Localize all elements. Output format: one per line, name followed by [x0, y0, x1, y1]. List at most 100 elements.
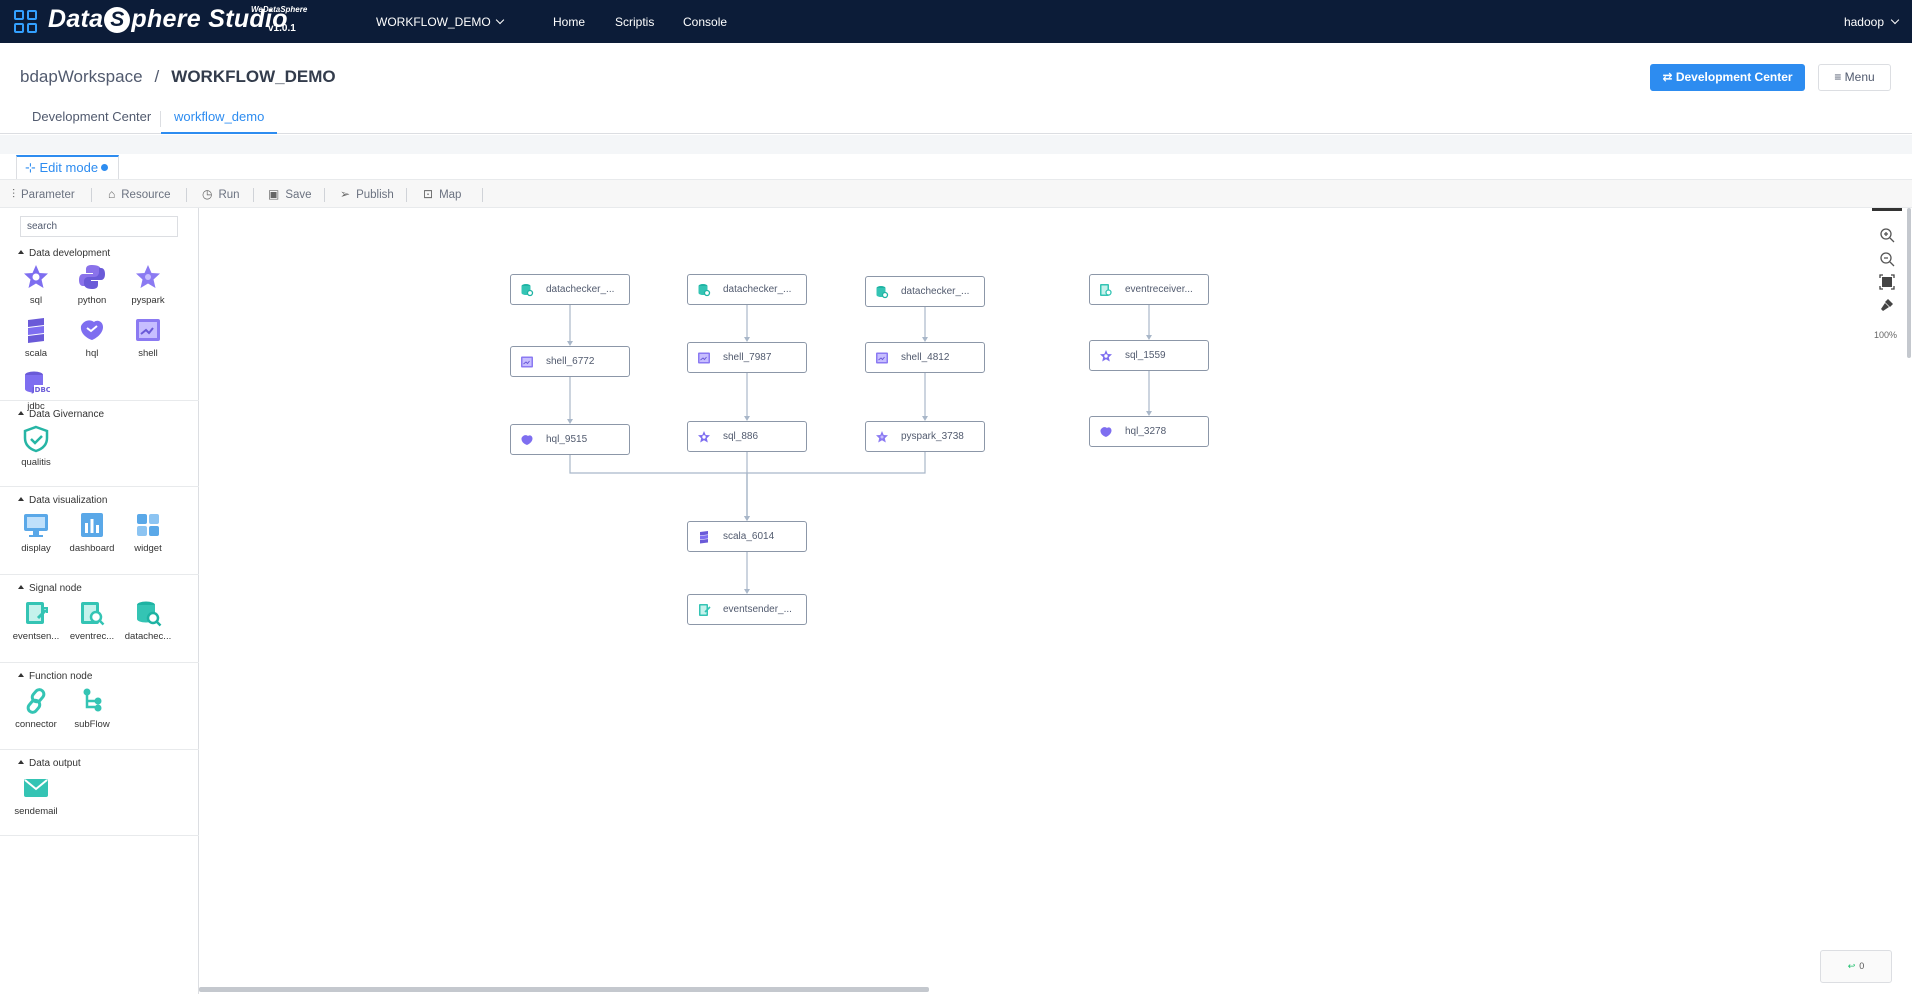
workflow-node-label: shell_7987 — [723, 352, 772, 363]
datachecker-icon — [875, 285, 889, 299]
horizontal-scrollbar[interactable] — [199, 987, 929, 992]
palette-item-label: eventrec... — [69, 631, 115, 642]
sitemap-icon: ⊹ — [25, 160, 40, 175]
nav-console[interactable]: Console — [683, 15, 728, 29]
vertical-scrollbar[interactable] — [1907, 208, 1911, 358]
workflow-node-sql[interactable]: sql_1559 — [1089, 340, 1209, 371]
palette-item-datachecker[interactable]: datachec... — [123, 599, 173, 642]
edge-arrowhead — [922, 416, 928, 421]
palette-item-widget[interactable]: widget — [123, 511, 173, 554]
workflow-node-datachecker[interactable]: datachecker_... — [510, 274, 630, 305]
palette-item-display[interactable]: display — [11, 511, 61, 554]
content-divider-band — [0, 135, 1912, 154]
zoom-in-icon[interactable] — [1879, 227, 1895, 243]
palette-item-pyspark[interactable]: pyspark — [123, 263, 173, 306]
publish-button[interactable]: ➢Publish — [340, 187, 394, 201]
nav-scriptis[interactable]: Scriptis — [615, 15, 655, 29]
zoom-controls: 100% — [1872, 207, 1902, 342]
workflow-node-sql[interactable]: sql_886 — [687, 421, 807, 452]
parameter-button[interactable]: ⫶Parameter — [12, 187, 75, 202]
palette-item-label: hql — [85, 348, 99, 359]
workflow-node-hql[interactable]: hql_3278 — [1089, 416, 1209, 447]
section-title[interactable]: Data development — [18, 248, 110, 259]
save-button[interactable]: ▣Save — [268, 187, 312, 201]
hamburger-icon: ≡ — [1834, 70, 1845, 84]
workflow-select[interactable]: WORKFLOW_DEMO — [376, 15, 504, 29]
workflow-node-datachecker[interactable]: datachecker_... — [687, 274, 807, 305]
workflow-node-shell[interactable]: shell_7987 — [687, 342, 807, 373]
workflow-node-shell[interactable]: shell_4812 — [865, 342, 985, 373]
scala-icon — [697, 530, 711, 544]
shell-icon — [136, 319, 160, 341]
workflow-node-eventreceiver[interactable]: eventreceiver... — [1089, 274, 1209, 305]
palette-item-sendemail[interactable]: sendemail — [11, 774, 61, 817]
tab-development-center[interactable]: Development Center — [32, 109, 152, 124]
section-title[interactable]: Function node — [18, 671, 92, 682]
palette-item-label: widget — [134, 543, 162, 554]
toolbar-divider — [253, 188, 254, 202]
section-title[interactable]: Data visualization — [18, 495, 107, 506]
jdbc-icon: JDBC — [25, 371, 50, 394]
caret-up-icon — [18, 673, 24, 677]
workflow-node-shell[interactable]: shell_6772 — [510, 346, 630, 377]
apps-grid-icon[interactable] — [14, 10, 38, 34]
workflow-node-datachecker[interactable]: datachecker_... — [865, 276, 985, 307]
workflow-edge — [569, 455, 748, 517]
scala-icon — [28, 318, 44, 343]
shell-icon — [520, 355, 534, 369]
tab-workflow-demo[interactable]: workflow_demo — [161, 109, 278, 134]
workflow-node-hql[interactable]: hql_9515 — [510, 424, 630, 455]
palette-item-python[interactable]: python — [67, 263, 117, 306]
edge-arrowhead — [744, 589, 750, 594]
palette-item-connector[interactable]: connector — [11, 687, 61, 730]
resource-button[interactable]: ⌂Resource — [108, 187, 170, 201]
palette-item-eventsender[interactable]: eventsen... — [11, 599, 61, 642]
palette-item-sql[interactable]: sql — [11, 263, 61, 306]
format-brush-icon[interactable] — [1879, 297, 1895, 313]
nav-home[interactable]: Home — [553, 15, 586, 29]
palette-search-input[interactable]: search — [20, 216, 178, 237]
palette-item-subflow[interactable]: subFlow — [67, 687, 117, 730]
palette-item-dashboard[interactable]: dashboard — [67, 511, 117, 554]
workflow-edge — [746, 452, 926, 517]
section-title[interactable]: Data Givernance — [18, 409, 104, 420]
section-title[interactable]: Signal node — [18, 583, 82, 594]
palette-item-shell[interactable]: shell — [123, 316, 173, 359]
section-title-text: Data development — [29, 248, 111, 259]
palette-item-qualitis[interactable]: qualitis — [11, 425, 61, 468]
chevron-down-icon — [495, 15, 504, 25]
caret-up-icon — [18, 760, 24, 764]
hql-icon — [1099, 425, 1113, 439]
edit-mode-tab[interactable]: ⊹ Edit mode — [16, 155, 119, 179]
workflow-node-pyspark[interactable]: pyspark_3738 — [865, 421, 985, 452]
zoom-out-icon[interactable] — [1879, 251, 1895, 267]
eventreceiver-icon — [81, 602, 105, 626]
section-signal-node: Signal node eventsen... eventrec... data… — [0, 575, 199, 663]
palette-item-eventreceiver[interactable]: eventrec... — [67, 599, 117, 642]
workflow-node-eventsender[interactable]: eventsender_... — [687, 594, 807, 625]
run-button[interactable]: ◷Run — [202, 187, 240, 201]
palette-item-scala[interactable]: scala — [11, 316, 61, 359]
fit-screen-icon[interactable] — [1879, 274, 1895, 290]
breadcrumb-workspace[interactable]: bdapWorkspace — [20, 67, 143, 86]
datachecker-icon — [520, 283, 534, 297]
development-center-label: Development Center — [1675, 70, 1793, 84]
workflow-node-label: datachecker_... — [546, 284, 615, 295]
toolbar-divider — [324, 188, 325, 202]
status-widget[interactable]: ↩0 — [1820, 950, 1892, 983]
user-menu[interactable]: hadoop — [1844, 15, 1900, 29]
section-title[interactable]: Data output — [18, 758, 81, 769]
menu-button[interactable]: ≡ Menu — [1818, 64, 1891, 91]
map-button[interactable]: ⊡Map — [423, 187, 461, 201]
edge-arrowhead — [744, 416, 750, 421]
envelope-icon — [24, 779, 48, 797]
development-center-button[interactable]: ⇄ Development Center — [1650, 64, 1805, 91]
save-icon: ▣ — [268, 187, 280, 201]
datachecker-icon — [137, 601, 162, 627]
workflow-canvas[interactable]: datachecker_... datachecker_... datachecke… — [199, 208, 1912, 994]
workflow-node-scala[interactable]: scala_6014 — [687, 521, 807, 552]
palette-item-hql[interactable]: hql — [67, 316, 117, 359]
toolbar-divider — [482, 188, 483, 202]
chevron-down-icon — [1890, 15, 1900, 25]
